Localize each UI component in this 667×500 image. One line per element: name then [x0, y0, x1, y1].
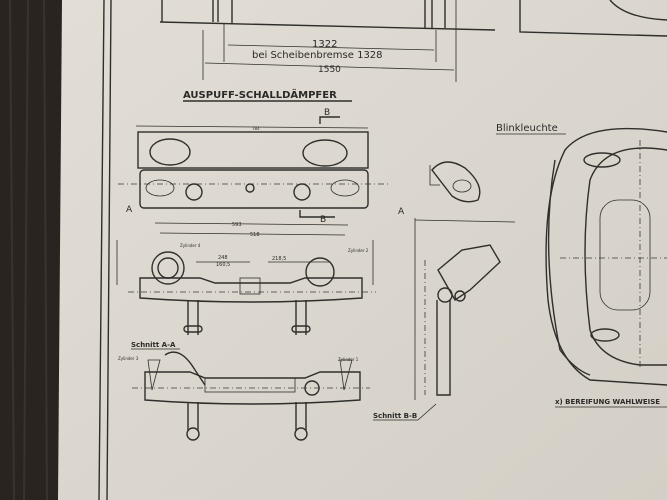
blinkleuchte-label: Blinkleuchte	[496, 123, 558, 134]
car-front-drawing	[545, 127, 667, 386]
dim-overall: 1550	[318, 65, 341, 75]
dim-218-5: 218,5	[272, 256, 286, 262]
wood-grain	[9, 0, 48, 500]
dim-disc-brake: bei Scheibenbremse 1328	[252, 50, 383, 61]
muffler-section-aa	[132, 351, 370, 441]
muffler-top-view	[118, 116, 390, 218]
section-b-bottom: B	[320, 215, 326, 225]
label-cylinder-3: Zylinder 3	[118, 356, 139, 361]
label-cylinder-2: Zylinder 2	[348, 248, 369, 253]
top-axle-drawing	[159, 0, 667, 82]
section-b-top: B	[324, 108, 330, 118]
border-line	[106, 0, 112, 500]
dim-593: 593	[232, 222, 242, 228]
dim-784: 784	[252, 126, 260, 131]
section-bb-label: Schnitt B-B	[373, 412, 417, 420]
indicator-drawing	[414, 161, 516, 400]
dim-160-5: 160,5	[216, 262, 230, 268]
tire-footnote: x) BEREIFUNG WAHLWEISE	[555, 398, 660, 406]
section-a-left: A	[126, 205, 133, 215]
paper-sheet	[58, 0, 667, 500]
dim-248: 248	[218, 255, 228, 261]
label-cylinder-4: Zylinder 4	[180, 243, 201, 248]
section-bb-leader	[417, 403, 437, 421]
muffler-side-view	[116, 222, 376, 335]
dim-track: 1322	[312, 39, 337, 50]
section-aa-label: Schnitt A-A	[131, 341, 176, 349]
dim-518: 518	[250, 232, 260, 238]
section-a-right: A	[398, 207, 405, 217]
border-line	[98, 0, 105, 500]
muffler-title: AUSPUFF-SCHALLDÄMPFER	[183, 87, 337, 101]
label-cylinder-1: Zylinder 1	[338, 357, 359, 362]
